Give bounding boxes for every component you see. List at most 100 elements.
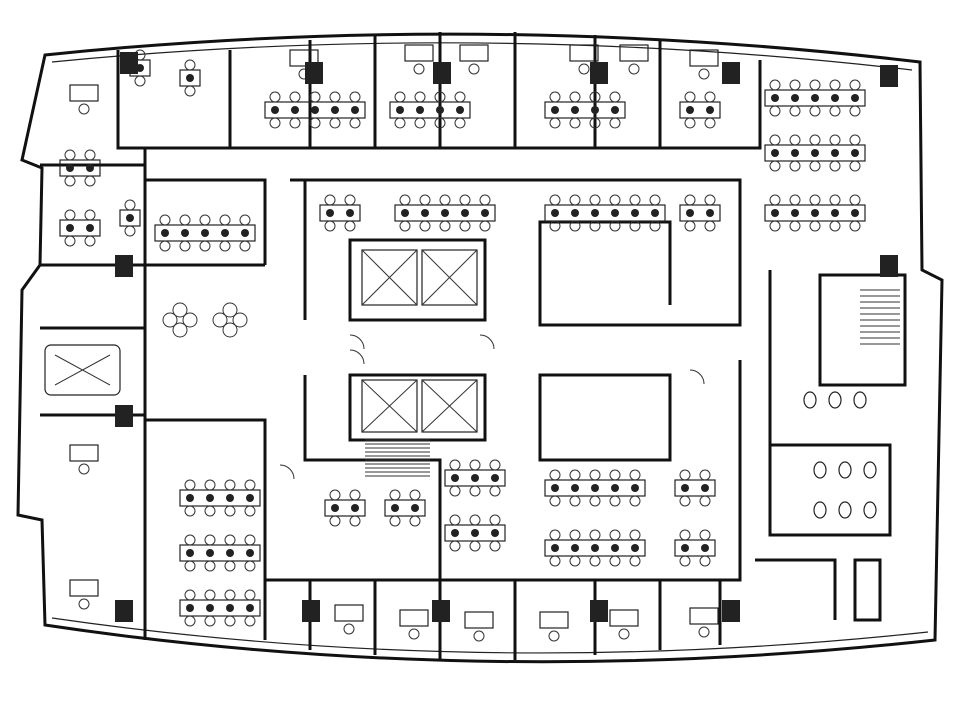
chair-icon xyxy=(244,534,256,546)
chair-icon xyxy=(609,495,621,507)
chair-icon xyxy=(589,469,601,481)
lounge-table-icon xyxy=(212,302,248,338)
chair-icon xyxy=(609,529,621,541)
chair-icon xyxy=(829,160,841,172)
chair-icon xyxy=(184,589,196,601)
chair-icon xyxy=(569,194,581,206)
desk-cluster-icon xyxy=(384,489,426,527)
desk-cluster-icon xyxy=(544,469,646,507)
chair-icon xyxy=(84,149,96,161)
chair-icon xyxy=(829,79,841,91)
lounge-table-icon xyxy=(162,302,198,338)
chair-icon xyxy=(199,240,211,252)
column-icon xyxy=(115,405,133,427)
chair-icon xyxy=(589,117,601,129)
office-desk-icon xyxy=(399,609,429,640)
chair-icon xyxy=(204,560,216,572)
chair-icon xyxy=(64,175,76,187)
desk-cluster-icon xyxy=(544,194,666,232)
office-desk-icon xyxy=(404,44,434,75)
chair-icon xyxy=(609,194,621,206)
desk-cluster-icon xyxy=(444,514,506,552)
chair-icon xyxy=(239,214,251,226)
column-icon xyxy=(305,62,323,84)
chair-icon xyxy=(479,194,491,206)
chair-icon xyxy=(184,560,196,572)
chair-icon xyxy=(439,194,451,206)
chair-icon xyxy=(569,220,581,232)
chair-icon xyxy=(704,194,716,206)
chair-icon xyxy=(159,240,171,252)
chair-icon xyxy=(329,515,341,527)
chair-icon xyxy=(549,117,561,129)
chair-icon xyxy=(269,91,281,103)
desk-cluster-icon xyxy=(319,194,361,232)
chair-icon xyxy=(609,220,621,232)
column-icon xyxy=(722,600,740,622)
desk-cluster-icon xyxy=(119,199,141,237)
office-desk-icon xyxy=(69,84,99,115)
chair-icon xyxy=(419,220,431,232)
chair-icon xyxy=(809,134,821,146)
chair-icon xyxy=(159,214,171,226)
chair-icon xyxy=(244,589,256,601)
chair-icon xyxy=(179,214,191,226)
desk-cluster-icon xyxy=(764,134,866,172)
chair-icon xyxy=(589,529,601,541)
desk-cluster-icon xyxy=(324,489,366,527)
chair-icon xyxy=(549,91,561,103)
chair-icon xyxy=(809,160,821,172)
chair-icon xyxy=(389,489,401,501)
column-icon xyxy=(590,600,608,622)
chair-icon xyxy=(849,220,861,232)
chair-icon xyxy=(699,495,711,507)
chair-icon xyxy=(849,105,861,117)
chair-icon xyxy=(549,220,561,232)
chair-icon xyxy=(269,117,281,129)
chair-icon xyxy=(569,495,581,507)
chair-icon xyxy=(224,505,236,517)
office-desk-icon xyxy=(69,444,99,475)
toilet-icon xyxy=(813,461,827,479)
chair-icon xyxy=(679,529,691,541)
column-icon xyxy=(432,600,450,622)
chair-icon xyxy=(204,479,216,491)
chair-icon xyxy=(769,220,781,232)
chair-icon xyxy=(449,540,461,552)
chair-icon xyxy=(769,134,781,146)
desk-cluster-icon xyxy=(59,209,101,247)
chair-icon xyxy=(789,134,801,146)
elevator-core xyxy=(361,249,478,433)
chair-icon xyxy=(204,505,216,517)
column-icon xyxy=(433,62,451,84)
chair-icon xyxy=(649,220,661,232)
office-desk-icon xyxy=(569,44,599,75)
chair-icon xyxy=(609,555,621,567)
chair-icon xyxy=(289,117,301,129)
column-icon xyxy=(590,62,608,84)
chair-icon xyxy=(679,555,691,567)
chair-icon xyxy=(489,485,501,497)
chair-icon xyxy=(589,91,601,103)
chair-icon xyxy=(699,529,711,541)
chair-icon xyxy=(549,555,561,567)
office-desk-icon xyxy=(609,609,639,640)
conference-table xyxy=(44,344,121,396)
chair-icon xyxy=(589,220,601,232)
chair-icon xyxy=(409,515,421,527)
chair-icon xyxy=(704,91,716,103)
chair-icon xyxy=(809,79,821,91)
column-icon xyxy=(722,62,740,84)
chair-icon xyxy=(134,75,146,87)
desk-cluster-icon xyxy=(679,91,721,129)
chair-icon xyxy=(124,225,136,237)
office-desk-icon xyxy=(459,44,489,75)
chair-icon xyxy=(684,117,696,129)
chair-icon xyxy=(419,194,431,206)
chair-icon xyxy=(414,91,426,103)
chair-icon xyxy=(184,85,196,97)
chair-icon xyxy=(184,59,196,71)
door-swing-icon xyxy=(349,334,365,350)
chair-icon xyxy=(789,160,801,172)
interior-walls xyxy=(40,32,907,660)
